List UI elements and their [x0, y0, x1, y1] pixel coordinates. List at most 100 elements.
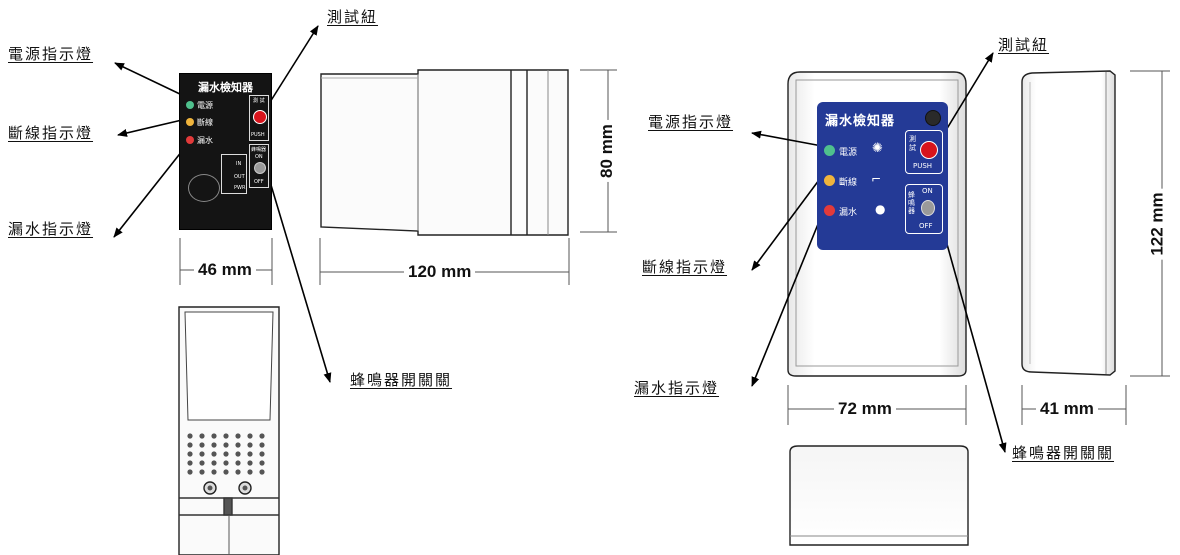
- left-led-disconnect-label: 斷線: [197, 118, 213, 127]
- speaker-hole: [211, 442, 217, 448]
- speaker-hole: [223, 442, 229, 448]
- left-disconnect-led: [186, 118, 194, 126]
- right-off-label: OFF: [919, 222, 933, 230]
- left-grid-pwr: PWR: [234, 185, 246, 191]
- right-callout-leak-indicator: 漏水指示燈: [634, 379, 720, 397]
- left-callout-disconnect-indicator: 斷線指示燈: [8, 124, 94, 142]
- right-leak-led: [824, 205, 835, 216]
- left-on-label: ON: [255, 154, 263, 160]
- speaker-hole: [199, 433, 205, 439]
- left-off-label: OFF: [254, 179, 264, 185]
- speaker-hole: [199, 460, 205, 466]
- left-switch-label: 蜂鳴器: [251, 147, 267, 153]
- speaker-hole: [235, 442, 241, 448]
- left-test-button[interactable]: [253, 110, 267, 124]
- right-sensor-jack: [925, 110, 941, 126]
- speaker-hole: [259, 451, 265, 457]
- right-led-leak-label: 漏水: [839, 208, 858, 218]
- left-grid-in: IN: [236, 161, 242, 167]
- speaker-hole: [187, 442, 193, 448]
- speaker-hole: [259, 433, 265, 439]
- left-buzzer-switch-frame: 蜂鳴器 ON OFF: [249, 144, 269, 188]
- left-power-led: [186, 101, 194, 109]
- right-bottom-view: [789, 445, 969, 546]
- right-power-led: [824, 145, 835, 156]
- broken-wire-icon: ⌐: [871, 172, 882, 186]
- right-led-disconnect-label: 斷線: [839, 178, 858, 188]
- left-led-power-label: 電源: [197, 101, 213, 110]
- left-width-dimension: 46 mm: [194, 260, 256, 280]
- speaker-hole: [235, 469, 241, 475]
- speaker-hole: [235, 433, 241, 439]
- right-led-power-label: 電源: [839, 148, 858, 158]
- right-height-dimension: 122 mm: [1147, 188, 1168, 260]
- left-test-button-frame: 測 試 PUSH: [249, 95, 269, 141]
- speaker-hole: [259, 469, 265, 475]
- left-callout-leak-indicator: 漏水指示燈: [8, 220, 94, 238]
- right-buzzer-switch[interactable]: [921, 200, 935, 216]
- left-push-label: PUSH: [251, 132, 265, 138]
- right-callout-test-button: 測試紐: [998, 36, 1050, 54]
- water-drop-icon: ●: [875, 202, 886, 216]
- speaker-hole: [247, 469, 253, 475]
- right-width-dimension: 72 mm: [834, 399, 896, 419]
- speaker-hole: [199, 469, 205, 475]
- right-front-panel: 漏水檢知器 電源 ✺ 斷線 ⌐ 漏水 ● 測試 PUSH 蜂鳴器 ON OFF: [817, 102, 948, 250]
- speaker-hole: [187, 460, 193, 466]
- speaker-holes: [187, 433, 265, 475]
- speaker-hole: [235, 460, 241, 466]
- speaker-hole: [259, 442, 265, 448]
- right-on-label: ON: [922, 187, 933, 195]
- speaker-hole: [211, 433, 217, 439]
- speaker-hole: [223, 451, 229, 457]
- right-callout-power-indicator: 電源指示燈: [648, 113, 734, 131]
- right-side-profile: [1021, 70, 1116, 376]
- speaker-hole: [235, 451, 241, 457]
- speaker-hole: [223, 469, 229, 475]
- speaker-hole: [199, 442, 205, 448]
- right-depth-dimension: 41 mm: [1036, 399, 1098, 419]
- speaker-hole: [211, 460, 217, 466]
- bulb-icon: ✺: [872, 141, 883, 156]
- left-top-view: [178, 306, 280, 555]
- right-test-button[interactable]: [920, 141, 938, 159]
- speaker-hole: [247, 442, 253, 448]
- left-panel-title: 漏水檢知器: [198, 81, 253, 94]
- left-side-profile: [320, 69, 569, 236]
- speaker-hole: [187, 433, 193, 439]
- speaker-hole: [187, 469, 193, 475]
- right-push-label: PUSH: [913, 162, 933, 170]
- right-callout-disconnect-indicator: 斷線指示燈: [642, 258, 728, 276]
- right-buzzer-switch-frame: 蜂鳴器 ON OFF: [905, 184, 943, 234]
- right-test-label: 測試: [909, 135, 916, 152]
- left-test-label: 測 試: [253, 98, 265, 104]
- speaker-hole: [187, 451, 193, 457]
- left-grid-out: OUT: [234, 174, 245, 180]
- speaker-hole: [223, 460, 229, 466]
- left-panel-speaker: [188, 174, 220, 202]
- right-callout-arrows: [751, 52, 1007, 453]
- left-height-dimension: 80 mm: [596, 120, 617, 182]
- left-front-panel: 漏水檢知器 電源 斷線 漏水 測 試 PUSH 蜂鳴器 ON OFF IN OU…: [179, 73, 272, 230]
- right-disconnect-led: [824, 175, 835, 186]
- right-callout-buzzer-switch: 蜂鳴器開關關: [1012, 444, 1115, 462]
- left-buzzer-switch[interactable]: [254, 162, 266, 174]
- left-callout-power-indicator: 電源指示燈: [8, 45, 94, 63]
- left-callout-arrows: [113, 25, 332, 383]
- right-test-button-frame: 測試 PUSH: [905, 130, 943, 174]
- left-callout-buzzer-switch: 蜂鳴器開關關: [350, 371, 453, 389]
- speaker-hole: [211, 451, 217, 457]
- left-led-leak-label: 漏水: [197, 136, 213, 145]
- left-callout-test-button: 測試紐: [327, 8, 379, 26]
- speaker-hole: [259, 460, 265, 466]
- left-length-dimension: 120 mm: [404, 262, 476, 282]
- speaker-hole: [247, 451, 253, 457]
- left-terminal-grid: IN OUT PWR: [221, 154, 247, 194]
- right-panel-title: 漏水檢知器: [825, 114, 896, 129]
- speaker-hole: [247, 433, 253, 439]
- speaker-hole: [211, 469, 217, 475]
- left-leak-led: [186, 136, 194, 144]
- speaker-hole: [247, 460, 253, 466]
- speaker-hole: [199, 451, 205, 457]
